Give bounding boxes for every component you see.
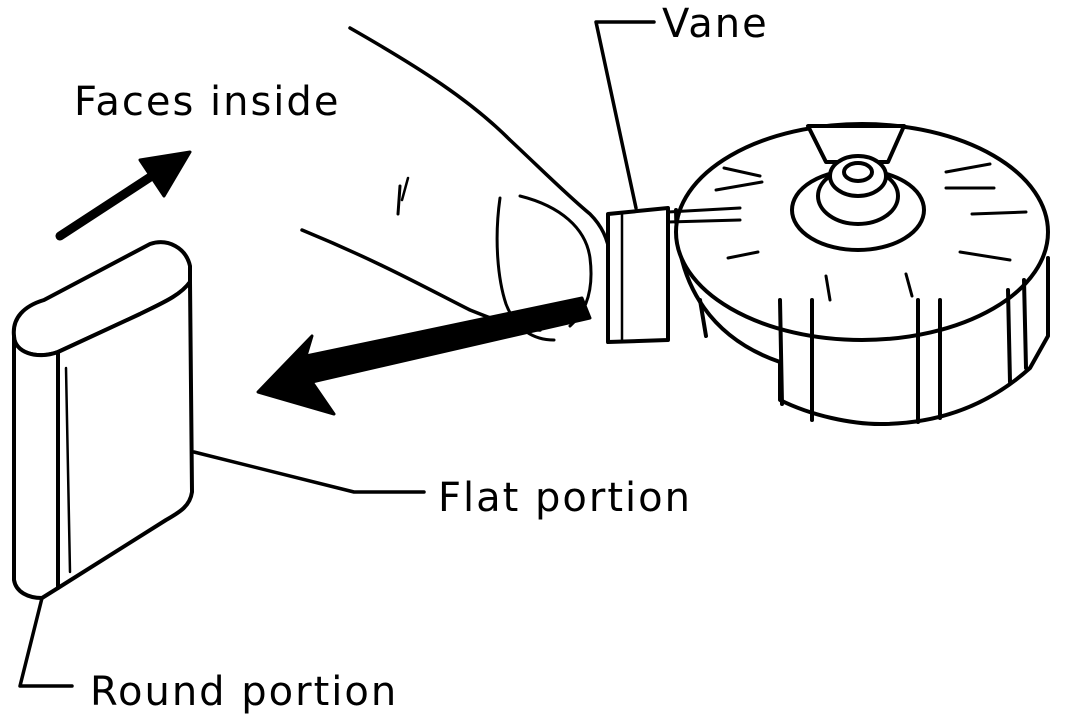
flat-portion-label: Flat portion xyxy=(438,475,692,521)
finger-outline xyxy=(300,26,612,342)
round-portion-leader-line xyxy=(18,596,74,688)
round-portion-label: Round portion xyxy=(90,669,399,715)
rotor xyxy=(606,122,1050,426)
faces-inside-arrow xyxy=(55,150,192,241)
vane-label: Vane xyxy=(662,1,769,47)
flat-portion-leader-line xyxy=(192,450,426,494)
vane-leader-line xyxy=(594,20,656,210)
faces-inside-label: Faces inside xyxy=(74,79,341,125)
direction-arrow xyxy=(256,296,592,416)
vane-block xyxy=(11,240,194,600)
